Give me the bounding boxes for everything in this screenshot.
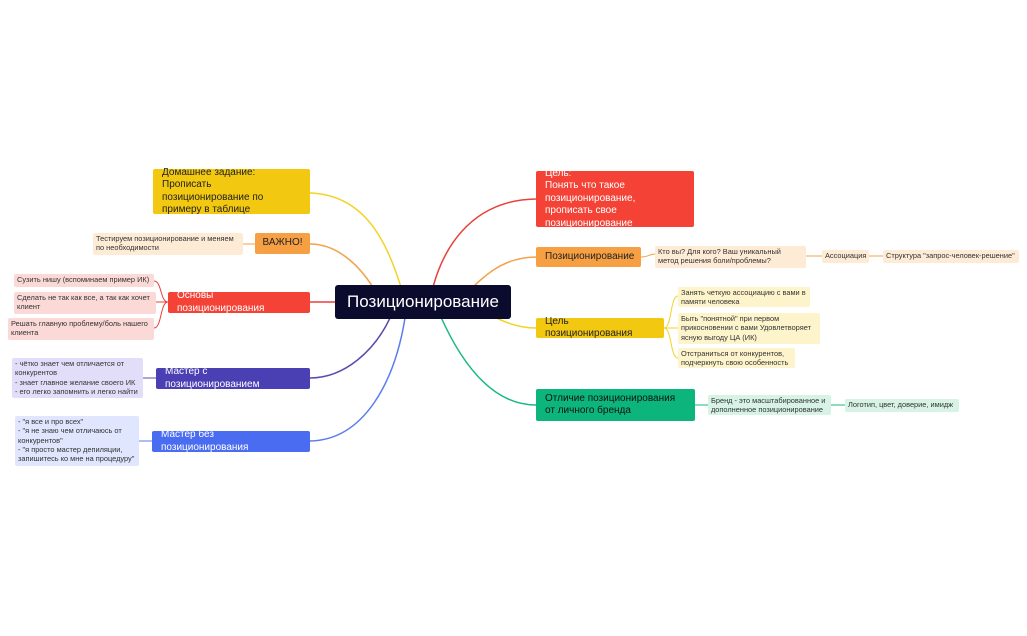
node-positioning-question[interactable]: Кто вы? Для кого? Ваш уникальный метод р… [655, 246, 806, 268]
edge-b3 [153, 301, 169, 329]
node-master-without[interactable]: Мастер без позиционирования [152, 429, 310, 453]
node-important-note[interactable]: Тестируем позиционирование и меняем по н… [93, 233, 243, 255]
node-goal-positioning[interactable]: Цель позиционирования [536, 316, 664, 339]
node-basics-item-2[interactable]: Сделать не так как все, а так как хочет … [14, 292, 156, 314]
node-brand[interactable]: Бренд - это масштабированное и дополненн… [708, 395, 831, 415]
edge-master-with [309, 317, 391, 379]
node-gp-item-1[interactable]: Занять четкую ассоциацию с вами в памяти… [678, 287, 810, 307]
node-positioning[interactable]: Позиционирование [536, 247, 641, 267]
central-topic[interactable]: Позиционирование [335, 285, 511, 319]
node-master-with-note[interactable]: - чётко знает чем отличается от конкурен… [12, 358, 143, 398]
edge-gp1 [663, 295, 679, 329]
edge-homework [309, 192, 406, 301]
node-gp-item-2[interactable]: Быть "понятной" при первом прикосновении… [678, 313, 820, 344]
node-logo-trust[interactable]: Логотип, цвет, доверие, имидж [845, 399, 959, 412]
node-homework[interactable]: Домашнее задание: Прописать позициониров… [153, 167, 310, 215]
edge-master-without [309, 317, 406, 442]
edge-gp3 [663, 327, 679, 359]
node-basics[interactable]: Основы позиционирования [168, 290, 310, 314]
node-goal[interactable]: Цель: Понять что такое позиционирование,… [536, 168, 694, 229]
edge-b1 [153, 280, 169, 303]
edge-goal [429, 198, 537, 301]
edge-pos-q [640, 253, 656, 258]
node-master-without-note[interactable]: - "я все и про всех" - "я не знаю чем от… [15, 416, 139, 466]
node-master-with[interactable]: Мастер с позиционированием [156, 366, 310, 390]
node-basics-item-3[interactable]: Решать главную проблему/боль нашего клие… [8, 318, 154, 340]
node-gp-item-3[interactable]: Отстраниться от конкурентов, подчеркнуть… [678, 348, 795, 368]
node-association[interactable]: Ассоциация [822, 250, 869, 263]
node-important[interactable]: ВАЖНО! [255, 233, 310, 254]
node-basics-item-1[interactable]: Сузить нишу (вспоминаем пример ИК) [14, 274, 154, 287]
node-structure[interactable]: Структура "запрос-человек-решение" [883, 250, 1019, 263]
edge-difference [439, 314, 537, 406]
node-difference[interactable]: Отличие позиционирования от личного брен… [536, 389, 695, 421]
